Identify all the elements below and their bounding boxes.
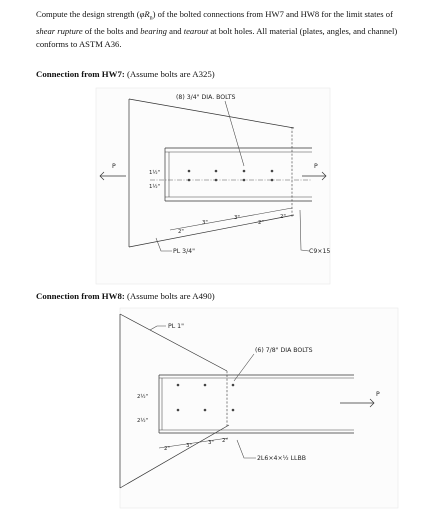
hw8-angle-label: 2L6×4×½ LLBB bbox=[257, 454, 306, 462]
hw7-gauge-bottom: 1½" bbox=[149, 183, 160, 190]
hw7-bolts-leader bbox=[224, 100, 245, 167]
hw8-spacing-dimension-line bbox=[158, 437, 229, 449]
hw7-dim-3: 3" bbox=[202, 220, 208, 226]
hw8-gauge-bottom: 2½" bbox=[137, 417, 148, 424]
hw7-heading-rest: (Assume bolts are A325) bbox=[124, 69, 215, 79]
phi-rn-symbol: φR bbox=[139, 9, 150, 19]
hw8-dim-2-right: 2" bbox=[222, 438, 228, 444]
hw7-dim-2-left: 2" bbox=[178, 229, 184, 235]
hw8-plate-label: PL 1" bbox=[168, 323, 184, 330]
intro-text-3: of the bolts and bbox=[82, 26, 141, 37]
hw7-plate-leader bbox=[155, 237, 172, 252]
hw8-plate-top-taper bbox=[119, 313, 228, 372]
hw7-bolt bbox=[242, 178, 246, 182]
hw8-drawing: PL 1" (6) 7/8" DIA BOLTS P 2½" 2½" 2" 3"… bbox=[119, 307, 399, 509]
hw7-bolt bbox=[187, 178, 191, 182]
hw8-plate-bottom-taper bbox=[119, 424, 230, 489]
hw7-bolt bbox=[214, 169, 218, 173]
problem-statement: Compute the design strength (φRn) of the… bbox=[36, 8, 406, 50]
hw8-bolt bbox=[176, 383, 180, 387]
hw7-bolt bbox=[242, 169, 246, 173]
hw8-heading: Connection from HW8: (Assume bolts are A… bbox=[36, 291, 215, 301]
bearing-term: bearing bbox=[140, 26, 167, 37]
hw8-bolts-leader bbox=[233, 353, 255, 382]
hw7-dim-2-mid: 2" bbox=[258, 220, 264, 226]
hw8-bolt bbox=[203, 383, 207, 387]
hw7-bolts-label: (8) 3/4" DIA. BOLTS bbox=[176, 94, 236, 101]
hw7-plate-label: PL 3/4" bbox=[173, 248, 195, 255]
hw7-dim-2-right: 2" bbox=[280, 214, 286, 220]
hw7-drawing: (8) 3/4" DIA. BOLTS P P 1½" 1½" 2" 3" 3"… bbox=[95, 87, 331, 285]
hw8-dim-2-left: 2" bbox=[164, 446, 170, 452]
shear-rupture-term: shear rupture bbox=[36, 26, 83, 37]
hw7-dim-3b: 3" bbox=[234, 215, 240, 221]
phi-rn-subscript: n bbox=[149, 15, 153, 22]
intro-text-1: Compute the design strength ( bbox=[36, 9, 140, 19]
hw7-heading: Connection from HW7: (Assume bolts are A… bbox=[36, 69, 215, 79]
hw7-bolt bbox=[214, 178, 218, 182]
hw7-channel-label: C9×15 bbox=[309, 248, 330, 255]
hw7-bolt bbox=[270, 169, 274, 173]
hw7-load-arrow-right-icon bbox=[321, 171, 327, 181]
hw8-bolt bbox=[176, 408, 180, 412]
hw7-plate-bottom-taper bbox=[128, 214, 295, 248]
hw8-plate-leader bbox=[149, 325, 166, 331]
hw7-gauge-top: 1½" bbox=[149, 169, 160, 176]
hw7-sketch-frame bbox=[95, 87, 331, 285]
hw8-heading-rest: (Assume bolts are A490) bbox=[124, 291, 215, 301]
hw7-load-arrow-left-icon bbox=[99, 171, 105, 181]
hw7-load-left-label: P bbox=[112, 163, 116, 170]
intro-text-5: at bolt holes. All material (plates, ang… bbox=[36, 26, 398, 49]
hw8-heading-bold: Connection from HW8: bbox=[36, 291, 125, 301]
hw7-heading-bold: Connection from HW7: bbox=[36, 69, 125, 79]
hw8-dim-3a: 3" bbox=[186, 443, 192, 449]
hw7-bolt bbox=[187, 169, 191, 173]
intro-text-2: ) of the bolted connections from HW7 and… bbox=[152, 9, 393, 19]
hw7-load-right-label: P bbox=[314, 163, 318, 170]
hw8-bolts-label: (6) 7/8" DIA BOLTS bbox=[255, 347, 313, 354]
hw8-angle-leader bbox=[236, 439, 256, 459]
hw7-channel-leader bbox=[299, 209, 310, 252]
hw7-bolt bbox=[270, 178, 274, 182]
hw8-gauge-top: 2½" bbox=[137, 393, 148, 400]
hw8-bolt bbox=[231, 408, 235, 412]
intro-text-4: and bbox=[166, 26, 184, 37]
hw8-bolt bbox=[231, 383, 235, 387]
hw7-spacing-dimension-line bbox=[169, 207, 293, 231]
hw8-load-label: P bbox=[376, 391, 380, 398]
hw8-sketch-frame bbox=[119, 307, 399, 509]
tearout-term: tearout bbox=[183, 26, 209, 37]
hw7-plate-top-taper bbox=[128, 98, 295, 129]
hw8-bolt bbox=[203, 408, 207, 412]
hw8-dim-3b: 3" bbox=[208, 440, 214, 446]
hw8-load-arrow-icon bbox=[369, 398, 375, 408]
